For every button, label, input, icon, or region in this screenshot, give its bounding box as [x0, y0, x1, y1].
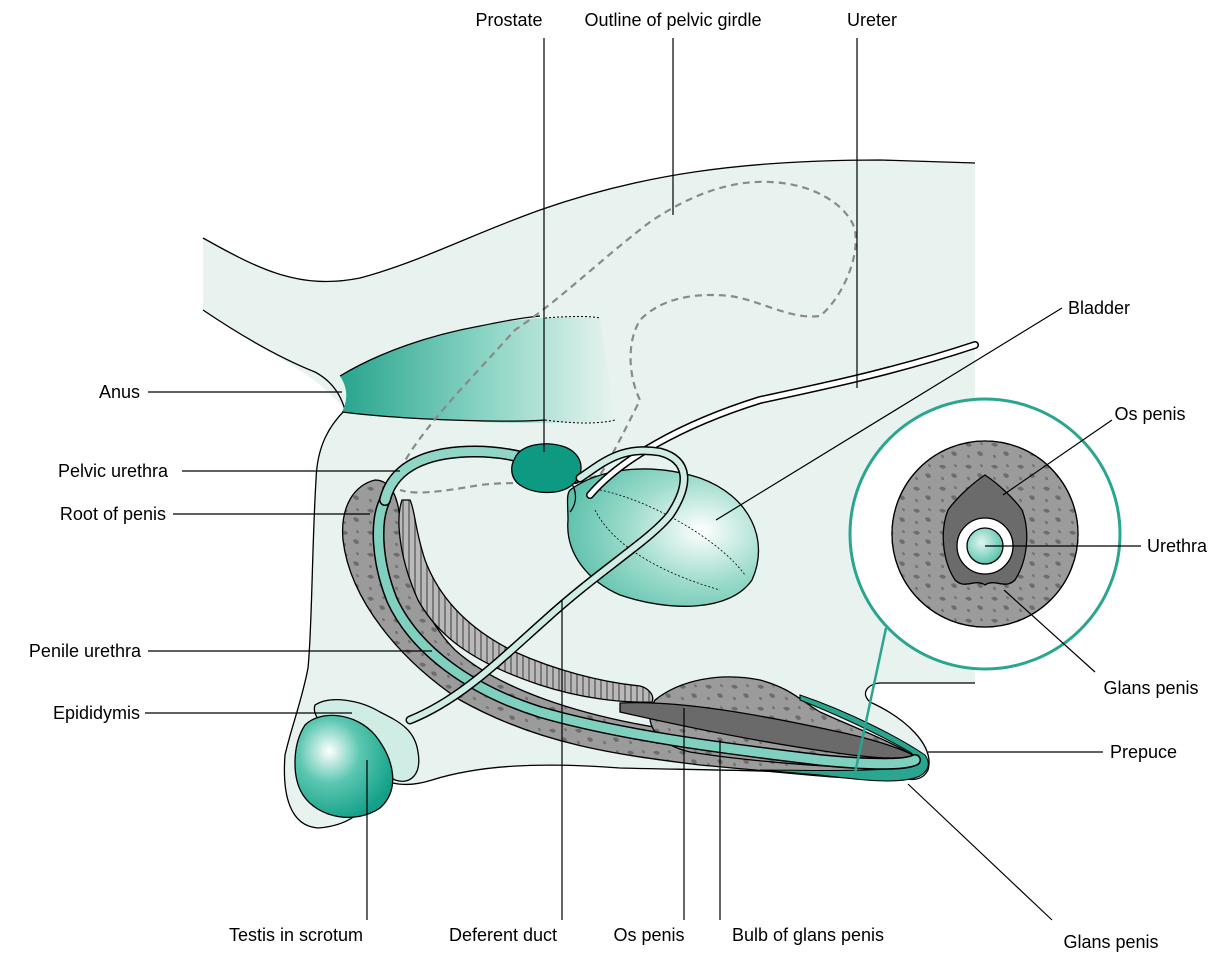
label-os-penis-inset: Os penis [1114, 404, 1185, 424]
label-glans-penis-inset: Glans penis [1103, 678, 1198, 698]
label-os-penis-bottom: Os penis [613, 925, 684, 945]
label-glans-penis-bottom: Glans penis [1063, 932, 1158, 952]
label-bladder: Bladder [1068, 298, 1130, 318]
label-penile-urethra: Penile urethra [29, 641, 142, 661]
label-urethra-inset: Urethra [1147, 536, 1208, 556]
label-deferent-duct: Deferent duct [449, 925, 557, 945]
label-testis-in-scrotum: Testis in scrotum [229, 925, 363, 945]
label-ureter: Ureter [847, 10, 897, 30]
label-root-of-penis: Root of penis [60, 504, 166, 524]
label-prepuce: Prepuce [1110, 742, 1177, 762]
label-bulb-of-glans-penis: Bulb of glans penis [732, 925, 884, 945]
label-anus: Anus [99, 382, 140, 402]
prostate [512, 444, 581, 493]
label-pelvic-girdle-outline: Outline of pelvic girdle [584, 10, 761, 30]
label-pelvic-urethra: Pelvic urethra [58, 461, 169, 481]
label-prostate: Prostate [475, 10, 542, 30]
label-epididymis: Epididymis [53, 703, 140, 723]
